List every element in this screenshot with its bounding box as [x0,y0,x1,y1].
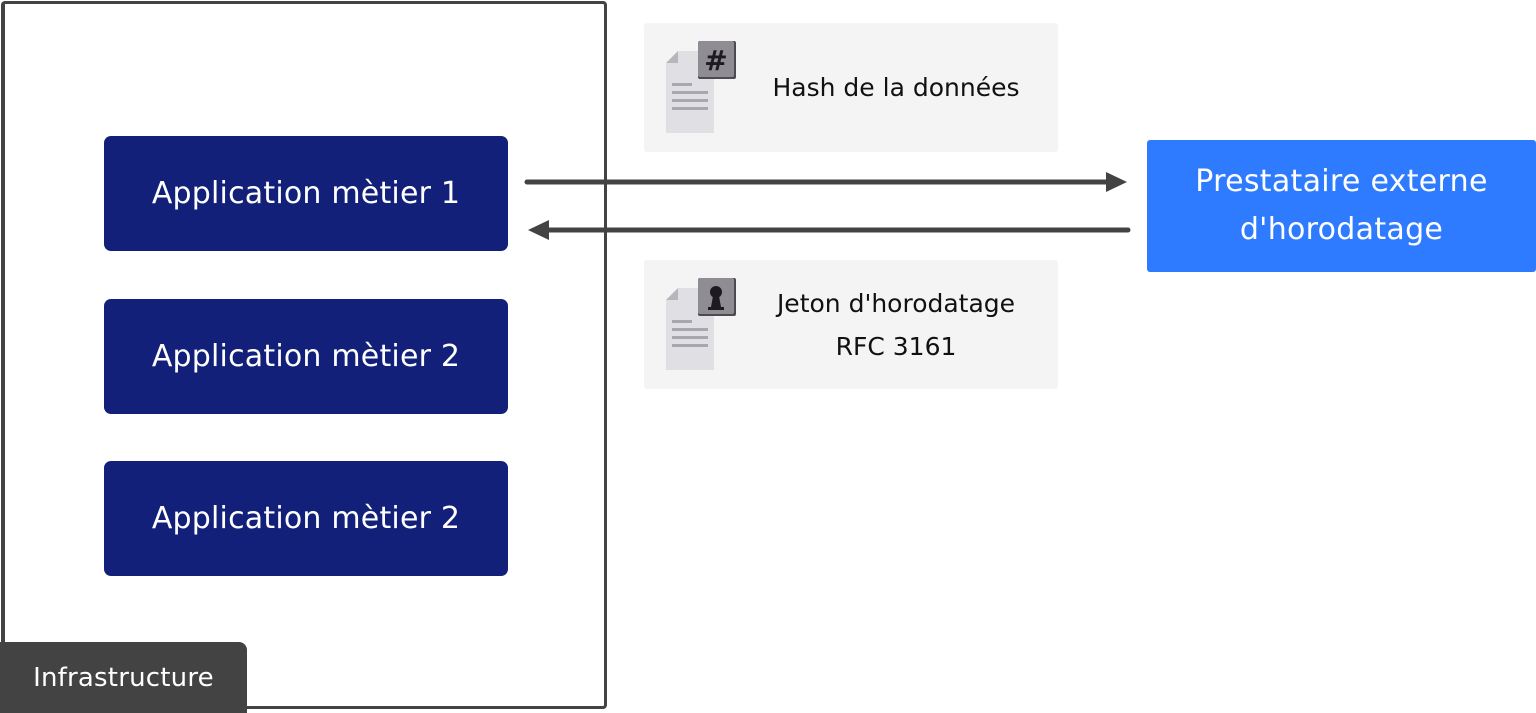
sealed-document-icon [666,278,736,370]
response-arrow [528,220,1131,240]
hash-note-text: Hash de la données [772,73,1020,102]
provider-label-line2: d'horodatage [1239,212,1444,247]
application-box-2: Application mètier 2 [104,299,508,414]
hash-document-icon: # [666,41,736,133]
hash-note: # Hash de la données [644,23,1058,152]
infrastructure-label: Infrastructure [0,642,247,713]
application-box-3: Application mètier 2 [104,461,508,576]
application-box-1: Application mètier 1 [104,136,508,251]
token-note-rfc: RFC 3161 [835,331,957,361]
request-arrow [524,172,1127,192]
infrastructure-boundary [1,1,607,709]
provider-label-line1: Prestataire externe [1195,164,1488,199]
token-note: Jeton d'horodatage RFC 3161 [644,260,1058,389]
token-note-title: Jeton d'horodatage [776,288,1016,318]
svg-text:#: # [704,44,727,77]
external-timestamp-provider: Prestataire externe d'horodatage [1147,140,1536,272]
